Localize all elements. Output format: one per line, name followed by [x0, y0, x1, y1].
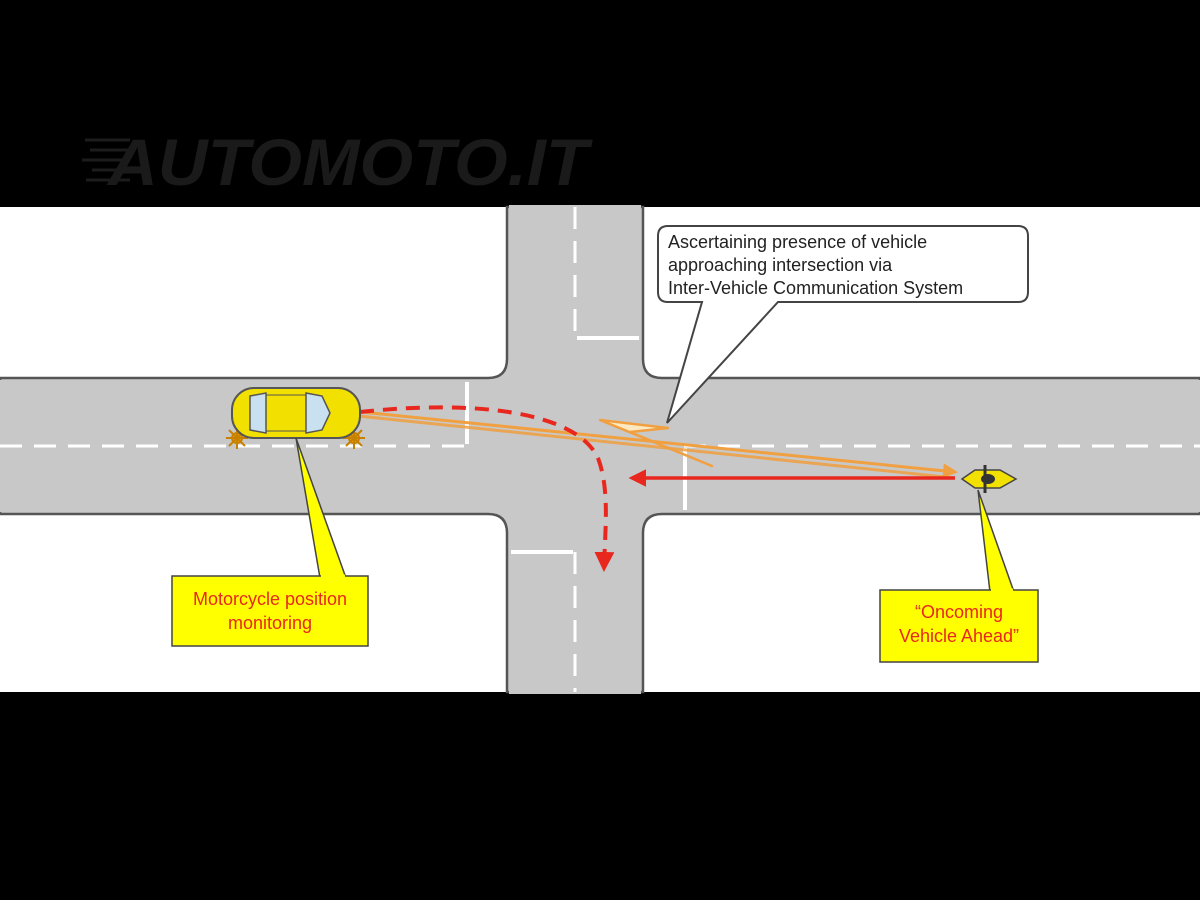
car-label-line-2: monitoring [228, 613, 312, 633]
callout-balloon [657, 225, 1029, 424]
callout-line-3: Inter-Vehicle Communication System [668, 278, 963, 298]
callout-line-2: approaching intersection via [668, 255, 893, 275]
comm-line-moto-to-car [317, 405, 956, 480]
car-icon [226, 387, 365, 449]
moto-label-line-1: “Oncoming [915, 602, 1003, 622]
moto-label-line-2: Vehicle Ahead” [899, 626, 1019, 646]
watermark-text: AUTOMOTO.IT [106, 125, 593, 199]
car-windshield [305, 392, 331, 434]
watermark-logo: AUTOMOTO.IT [82, 125, 593, 199]
motorcycle-icon [960, 465, 1018, 493]
lane-markings [0, 207, 1200, 692]
car-label-box [171, 575, 369, 647]
motorcycle-rider [981, 474, 995, 484]
road-surface [0, 205, 1200, 694]
comm-line-car-to-moto [321, 406, 958, 479]
communication-lines [317, 405, 958, 480]
communication-callout: Ascertaining presence of vehicle approac… [657, 225, 1029, 424]
motorcycle-label-callout: “Oncoming Vehicle Ahead” [879, 489, 1039, 663]
callout-line-1: Ascertaining presence of vehicle [668, 232, 927, 252]
car-label-line-1: Motorcycle position [193, 589, 347, 609]
car-label-callout: Motorcycle position monitoring [171, 437, 369, 647]
moto-label-box [879, 589, 1039, 663]
car-turn-path [359, 405, 615, 572]
car-rear-window [249, 392, 267, 434]
